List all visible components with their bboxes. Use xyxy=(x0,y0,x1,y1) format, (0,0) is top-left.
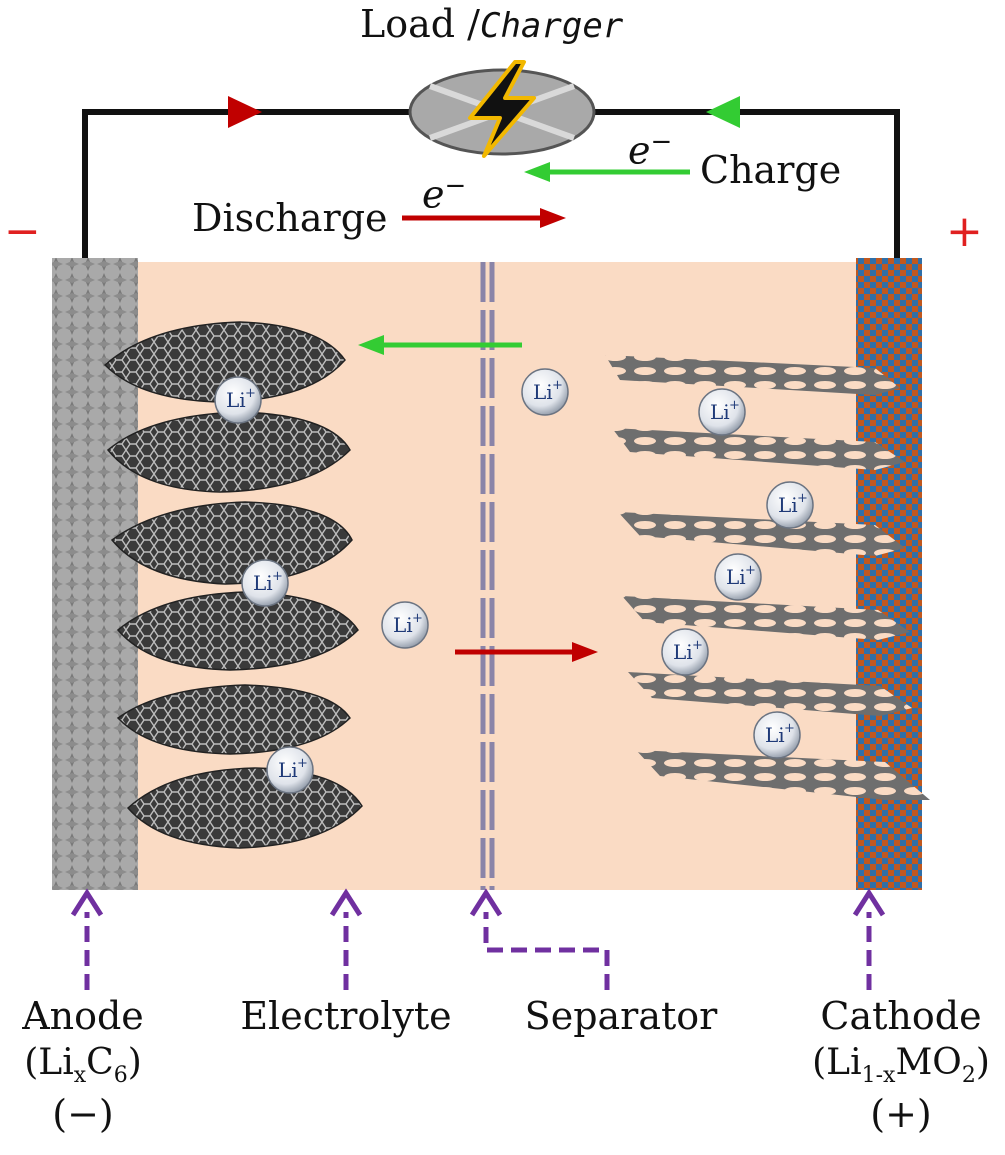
discharge-wire-arrowhead xyxy=(228,96,262,128)
charge-ion-arrow xyxy=(358,335,522,355)
li-ion: Li + xyxy=(766,481,814,529)
li-ion: Li + xyxy=(661,628,709,676)
electrolyte-label: Electrolyte xyxy=(240,994,452,1038)
li-ion: Li + xyxy=(214,376,262,424)
anode-label: Anode xyxy=(22,994,144,1038)
charge-wire-arrowhead xyxy=(706,96,740,128)
anode-formula: (LixC6) xyxy=(24,1042,142,1089)
li-ion: Li + xyxy=(266,746,314,794)
separator-pointer-arrow xyxy=(469,888,610,990)
cathode-formula: (Li1-xMO2) xyxy=(812,1042,990,1089)
oxide-layer xyxy=(605,355,900,395)
li-ion-label: Li xyxy=(765,723,785,747)
separator-membrane xyxy=(480,262,495,890)
load-charger-title: Load /Charger xyxy=(360,2,624,46)
load-charger-icon xyxy=(408,60,596,158)
discharge-electron-arrow xyxy=(402,208,566,228)
cathode-label: Cathode xyxy=(820,994,982,1038)
graphite-layer xyxy=(116,591,359,671)
li-ion: Li + xyxy=(714,553,762,601)
li-ion-charge: + xyxy=(745,563,756,578)
cathode-pointer-arrow xyxy=(852,888,886,990)
li-ion-charge: + xyxy=(692,638,703,653)
li-ion-charge: + xyxy=(784,721,795,736)
positive-terminal-sign: + xyxy=(946,206,983,257)
li-ion-label: Li xyxy=(533,380,553,404)
cathode-sign-label: (+) xyxy=(870,1092,932,1136)
lithium-ions: Li + Li + Li + Li + Li + Li + xyxy=(214,368,814,794)
anode-pointer-arrow xyxy=(70,888,104,990)
charge-electron-arrow xyxy=(524,162,690,182)
li-ion-label: Li xyxy=(673,640,693,664)
li-ion-label: Li xyxy=(253,571,273,595)
anode-sign-label: (−) xyxy=(52,1092,114,1136)
cathode-oxide-layers xyxy=(605,355,930,800)
li-ion: Li + xyxy=(753,711,801,759)
li-ion-label: Li xyxy=(710,400,730,424)
circuit-wire xyxy=(82,109,900,258)
graphite-layer xyxy=(116,684,351,755)
li-ion: Li + xyxy=(521,368,569,416)
li-ion-label: Li xyxy=(226,388,246,412)
discharge-label: Discharge xyxy=(192,196,388,240)
li-ion: Li + xyxy=(698,388,746,436)
graphite-layer xyxy=(110,501,353,585)
li-ion-charge: + xyxy=(272,569,283,584)
li-ion: Li + xyxy=(381,601,429,649)
graphite-layers xyxy=(103,321,363,849)
charge-electron-symbol: e− xyxy=(628,127,673,173)
negative-terminal-sign: − xyxy=(4,206,41,257)
electrolyte-pointer-arrow xyxy=(329,888,363,990)
graphite-layer xyxy=(106,411,351,493)
li-ion-charge: + xyxy=(297,756,308,771)
li-ion-charge: + xyxy=(412,611,423,626)
li-ion-charge: + xyxy=(729,398,740,413)
separator-label: Separator xyxy=(524,994,718,1038)
oxide-layer xyxy=(628,672,912,716)
li-ion: Li + xyxy=(241,559,289,607)
li-ion-label: Li xyxy=(393,613,413,637)
oxide-layer xyxy=(612,428,905,470)
discharge-electron-symbol: e− xyxy=(422,171,467,217)
li-ion-label: Li xyxy=(278,758,298,782)
graphite-layer xyxy=(103,321,346,403)
oxide-layer xyxy=(622,596,910,640)
discharge-ion-arrow xyxy=(455,642,598,662)
charge-label: Charge xyxy=(700,148,842,192)
li-ion-charge: + xyxy=(245,386,256,401)
li-ion-label: Li xyxy=(726,565,746,589)
oxide-layer xyxy=(618,512,905,556)
li-ion-charge: + xyxy=(552,378,563,393)
li-ion-charge: + xyxy=(797,491,808,506)
li-ion-label: Li xyxy=(778,493,798,517)
oxide-layer xyxy=(636,750,930,800)
